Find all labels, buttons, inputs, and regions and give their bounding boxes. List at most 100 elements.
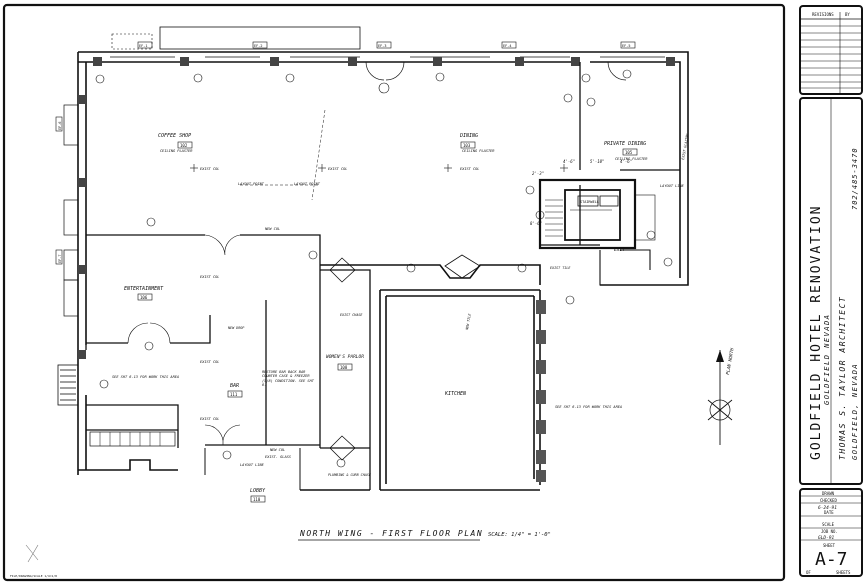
north-arrow [707,350,733,445]
room-tag-private-dining: 105 [625,150,633,155]
pencil-x-mark [25,544,39,563]
west-exterior-wall [77,52,87,475]
note-see-sheet-kitchen: SEE SHT 6-13 FOR WORK THIS AREA [555,405,622,409]
grid-label: EF-3 [378,44,386,48]
dim-d: 8'-6" [530,221,542,226]
dim-e: 2'-3" [532,171,544,176]
date-label: DATE [824,510,834,515]
note-exist-col-4: EXIST COL [200,275,219,279]
exit-area [599,194,688,286]
room-label-bar: BAR [230,383,239,389]
project-location: GOLDFIELD NEVADA [823,314,831,405]
north-exterior-wall [78,51,689,286]
private-dining-wall [540,62,680,246]
note-layout-line-1: LAYOUT LINE [660,184,685,188]
floor-plan: EF-1 EF-2 EF-3 EF-4 EF-5 [57,26,689,503]
interior-wall-entertainment [85,315,211,350]
room-tag-bar: 111 [230,392,238,397]
note-layout-line-2: LAYOUT LINE [240,463,265,467]
grid-marks-top [137,41,636,49]
note-layout-point-2: LAYOUT POINT [294,182,321,186]
file-reference: FILE/DRAWING/SCALE 1/4=1/8 [10,574,57,578]
note-exist-tile: EXIST TILE [550,266,571,270]
note-exist-glass: EXIST. GLASS [265,455,292,459]
room-label-kitchen: KITCHEN [444,391,467,397]
room-label-coffee-shop: COFFEE SHOP [158,133,191,139]
grid-label: EF-6 [58,122,62,130]
interior-wall-bar [86,300,320,448]
project-box [799,97,863,485]
scale-label: SCALE [822,522,835,527]
by-label: BY [845,12,850,17]
note-exist-chase: EXIST CHASE [340,313,363,317]
grid-label: EF-1 [139,44,147,48]
door-tags [95,69,673,468]
architect-phone: 702/485-3470 [851,147,859,210]
note-see-sheet-bar: SEE SHT 6-13 FOR WORK THIS AREA [112,375,179,379]
womens-parlor-walls [320,269,371,490]
room-tag-entertainment: 106 [140,295,148,300]
dim-a: 4'-6" [563,159,575,164]
note-restore-bar: RESTORE BAR BACK BAR COUNTER CASE & FREE… [262,370,314,388]
note-layout-point-1: LAYOUT POINT [238,182,265,186]
note-exist-col-2: EXIST COL [328,167,347,171]
room-label-exit: EXIT [614,247,625,253]
note-exist-col-1: EXIST COL [200,167,219,171]
sheet-label: SHEET [823,543,836,548]
room-tag-dining: 103 [463,143,471,148]
plan-north-label: PLAN NORTH [725,347,736,375]
date-value: 6-24-91 [818,505,837,511]
room-label-private-dining: PRIVATE DINING [604,141,646,147]
title-block: REVISIONS BY GOLDFIELD HOTEL RENOVATION … [799,5,863,577]
room-tag-lobby: 110 [253,497,261,502]
note-new-drop: NEW DROP [227,326,244,330]
column-marks [190,164,568,172]
job-no-value: GLD-91 [818,535,835,541]
note-new-tile: NEW TILE [465,312,472,331]
checked-label: CHECKED [820,498,837,503]
note-exist-col-6: EXIST COL [200,417,219,421]
plan-notes: CEILING PLASTER CEILING PLASTER CEILING … [112,133,690,477]
note-new-col-2: NEW COL [269,448,285,452]
corridor-wall [320,264,541,491]
sheet-info-box [799,488,863,577]
west-windows [63,104,79,317]
room-label-entertainment: ENTERTAINMENT [124,286,164,292]
architect-name: THOMAS S. TAYLOR ARCHITECT [838,296,847,460]
note-new-col-1: NEW COL [264,227,280,231]
room-tag-womens-parlor: 108 [340,365,348,370]
drawn-label: DRAWN [822,491,835,496]
architect-location: GOLDFIELD, NEVADA [851,363,859,460]
grid-label: EF-5 [622,44,630,48]
grid-label: EF-2 [254,44,262,48]
note-exist-col-5: EXIST COL [200,360,219,364]
note-ceiling-private: CEILING PLASTER [615,157,648,161]
note-plumbing: PLUMBING & CURB CHASE [328,473,372,477]
room-label-womens-parlor: WOMEN'S PARLOR [326,354,364,360]
sheets-label: SHEETS [836,570,851,575]
drawing-title: NORTH WING - FIRST FLOOR PLAN [299,529,483,538]
roof-overhang [159,26,361,50]
dim-c: 4'-6" [620,159,632,164]
note-exist-col-3: EXIST COL [460,167,479,171]
note-ceiling-coffee: CEILING PLASTER [160,149,193,153]
drawing-border [2,3,786,582]
drawing-scale: SCALE: 1/4" = 1'-0" [488,532,551,538]
revisions-box [799,5,863,95]
revisions-label: REVISIONS [812,12,834,17]
grid-label: EF-7 [58,255,62,263]
grid-label: EF-4 [503,44,511,48]
revision-rows [800,25,862,89]
west-entry-stair [57,364,79,406]
stairwell [538,178,637,250]
job-no-label: JOB NO. [821,529,838,534]
note-exist-glazing: EXIST GLAZING [681,133,690,160]
sheet-number: A-7 [815,549,848,570]
of-label: OF [806,570,811,575]
room-tag-boxes [137,141,638,503]
room-label-lobby: LOBBY [250,488,266,494]
room-label-stair: STAIRWELL [580,200,599,204]
interior-wall-coffee [86,234,321,448]
room-labels: COFFEE SHOP 102 DINING 103 PRIVATE DININ… [124,133,646,502]
